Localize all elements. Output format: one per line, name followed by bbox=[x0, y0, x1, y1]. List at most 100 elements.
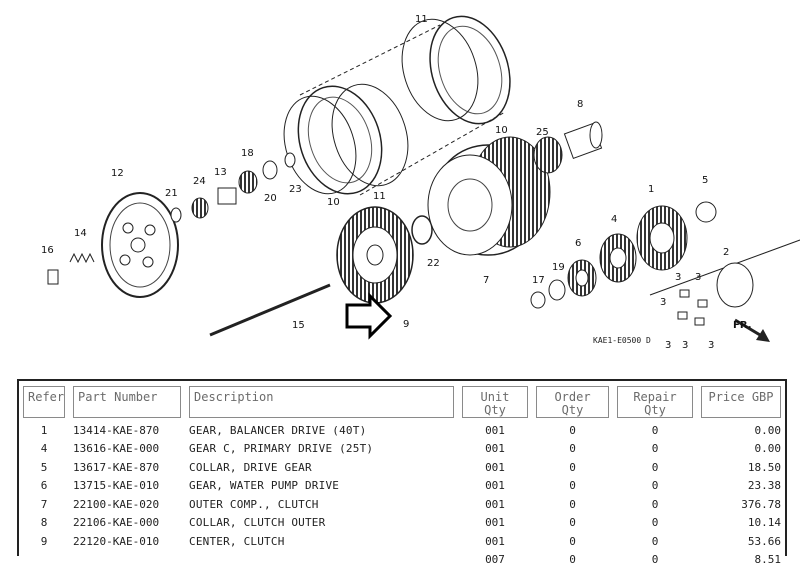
callout: 3 bbox=[682, 340, 688, 351]
callout: 12 bbox=[111, 168, 124, 179]
callout: 1 bbox=[648, 184, 654, 195]
part-number-cell[interactable]: 13617-KAE-870 bbox=[69, 458, 185, 477]
callout: 5 bbox=[702, 175, 708, 186]
order-qty-input[interactable]: 0 bbox=[532, 421, 613, 440]
column-header-unit-qty[interactable]: Unit Qty bbox=[458, 381, 532, 421]
clutch-center bbox=[337, 207, 432, 303]
parts-table: Refer Part Number Description Unit Qty O… bbox=[17, 379, 787, 556]
callout: 9 bbox=[403, 319, 409, 330]
order-qty-input[interactable]: 0 bbox=[532, 532, 613, 551]
callout: 20 bbox=[264, 193, 277, 204]
part-number-cell[interactable]: 22100-KAE-020 bbox=[69, 495, 185, 514]
callout: 17 bbox=[532, 275, 545, 286]
order-qty-input[interactable]: 0 bbox=[532, 551, 613, 569]
order-qty-input[interactable]: 0 bbox=[532, 440, 613, 459]
callout: 19 bbox=[552, 262, 565, 273]
repair-qty-input[interactable]: 0 bbox=[613, 458, 697, 477]
callout: 4 bbox=[611, 214, 617, 225]
part-number-cell[interactable]: 13616-KAE-000 bbox=[69, 440, 185, 459]
part-number-cell[interactable]: 22120-KAE-010 bbox=[69, 532, 185, 551]
price-cell: 10.14 bbox=[697, 514, 785, 533]
callout: 18 bbox=[241, 148, 254, 159]
ref-cell: 8 bbox=[19, 514, 69, 533]
repair-qty-input[interactable]: 0 bbox=[613, 551, 697, 569]
unit-qty-cell: 001 bbox=[458, 421, 532, 440]
part-number-cell[interactable]: 22106-KAE-000 bbox=[69, 514, 185, 533]
callout: 3 bbox=[665, 340, 671, 351]
column-header-description[interactable]: Description bbox=[185, 381, 458, 421]
callout: 16 bbox=[41, 245, 54, 256]
price-cell: 18.50 bbox=[697, 458, 785, 477]
column-header-order-qty[interactable]: Order Qty bbox=[532, 381, 613, 421]
price-cell: 53.66 bbox=[697, 532, 785, 551]
part-number-cell[interactable]: 13715-KAE-010 bbox=[69, 477, 185, 496]
unit-qty-cell: 001 bbox=[458, 458, 532, 477]
description-cell: GEAR, BALANCER DRIVE (40T) bbox=[185, 421, 458, 440]
order-qty-input[interactable]: 0 bbox=[532, 458, 613, 477]
column-header-part-number[interactable]: Part Number bbox=[69, 381, 185, 421]
description-cell: OUTER COMP., CLUTCH bbox=[185, 495, 458, 514]
unit-qty-cell: 007 bbox=[458, 551, 532, 569]
direction-label: FR. bbox=[733, 320, 752, 331]
callout: 11 bbox=[373, 191, 386, 202]
part-number-cell[interactable] bbox=[69, 551, 185, 569]
column-header-refer[interactable]: Refer bbox=[19, 381, 69, 421]
unit-qty-cell: 001 bbox=[458, 440, 532, 459]
part-number-cell[interactable]: 13414-KAE-870 bbox=[69, 421, 185, 440]
callout: 3 bbox=[695, 272, 701, 283]
ref-cell: 6 bbox=[19, 477, 69, 496]
callout: 10 bbox=[327, 197, 340, 208]
column-header-repair-qty[interactable]: Repair Qty bbox=[613, 381, 697, 421]
price-cell: 23.38 bbox=[697, 477, 785, 496]
spring-and-bolt bbox=[48, 254, 94, 284]
callout: 23 bbox=[289, 184, 302, 195]
callout: 3 bbox=[675, 272, 681, 283]
unit-qty-cell: 001 bbox=[458, 477, 532, 496]
callout: 22 bbox=[427, 258, 440, 269]
repair-qty-input[interactable]: 0 bbox=[613, 440, 697, 459]
pressure-plate bbox=[102, 193, 178, 297]
callout: 8 bbox=[577, 99, 583, 110]
column-header-price[interactable]: Price GBP bbox=[697, 381, 785, 421]
callout: 11 bbox=[415, 14, 428, 25]
callout: 25 bbox=[536, 127, 549, 138]
price-cell: 8.51 bbox=[697, 551, 785, 569]
callout: 10 bbox=[495, 125, 508, 136]
price-cell: 0.00 bbox=[697, 421, 785, 440]
description-cell: COLLAR, DRIVE GEAR bbox=[185, 458, 458, 477]
callout: 3 bbox=[660, 297, 666, 308]
callout: 7 bbox=[483, 275, 489, 286]
unit-qty-cell: 001 bbox=[458, 495, 532, 514]
ref-cell: 9 bbox=[19, 532, 69, 551]
small-parts-row bbox=[171, 153, 295, 222]
repair-qty-input[interactable]: 0 bbox=[613, 514, 697, 533]
description-cell bbox=[185, 551, 458, 569]
clutch-exploded-diagram: FR. 11 8 10 25 12 21 24 13 18 20 23 11 1… bbox=[0, 0, 800, 370]
description-cell: COLLAR, CLUTCH OUTER bbox=[185, 514, 458, 533]
repair-qty-input[interactable]: 0 bbox=[613, 495, 697, 514]
order-qty-input[interactable]: 0 bbox=[532, 514, 613, 533]
order-qty-input[interactable]: 0 bbox=[532, 477, 613, 496]
callout: 13 bbox=[214, 167, 227, 178]
ref-cell: 7 bbox=[19, 495, 69, 514]
ref-cell: 4 bbox=[19, 440, 69, 459]
ref-cell bbox=[19, 551, 69, 569]
callout: 3 bbox=[708, 340, 714, 351]
repair-qty-input[interactable]: 0 bbox=[613, 477, 697, 496]
repair-qty-input[interactable]: 0 bbox=[613, 532, 697, 551]
repair-qty-input[interactable]: 0 bbox=[613, 421, 697, 440]
order-qty-input[interactable]: 0 bbox=[532, 495, 613, 514]
description-cell: GEAR C, PRIMARY DRIVE (25T) bbox=[185, 440, 458, 459]
description-cell: CENTER, CLUTCH bbox=[185, 532, 458, 551]
unit-qty-cell: 001 bbox=[458, 514, 532, 533]
callout: 15 bbox=[292, 320, 305, 331]
clutch-outer bbox=[428, 137, 550, 255]
